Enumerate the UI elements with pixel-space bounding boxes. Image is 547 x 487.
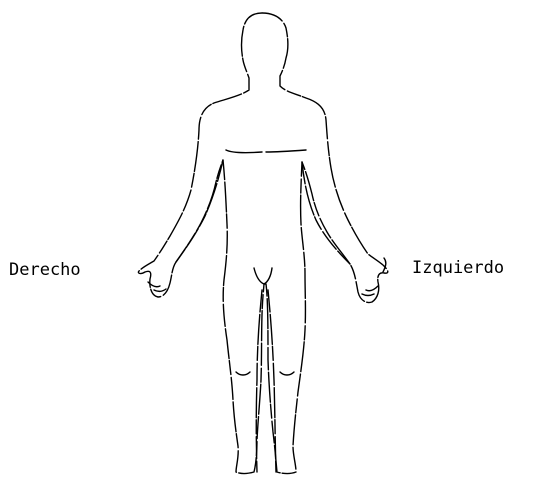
body-silhouette-outline	[138, 13, 387, 474]
groin-line	[254, 268, 272, 284]
label-patient-left: Izquierdo	[412, 258, 504, 278]
inner-arm-line-left	[302, 162, 350, 264]
knee-line-right	[236, 372, 250, 375]
chest-line	[226, 150, 306, 153]
label-patient-right: Derecho	[9, 260, 81, 280]
knee-line-left	[280, 372, 294, 375]
